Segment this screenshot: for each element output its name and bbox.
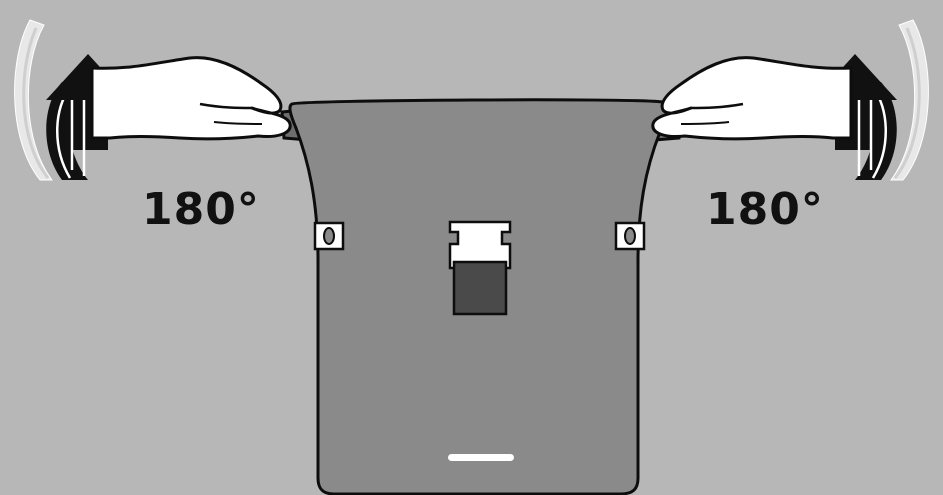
right-hand-icon [651,56,853,141]
buckle-icon [448,220,512,316]
reflective-stripe [448,454,514,461]
right-rotation-label: 180° [706,184,824,235]
left-hand-icon [90,56,292,141]
left-rotation-label: 180° [142,184,260,235]
bag-body [280,98,682,495]
